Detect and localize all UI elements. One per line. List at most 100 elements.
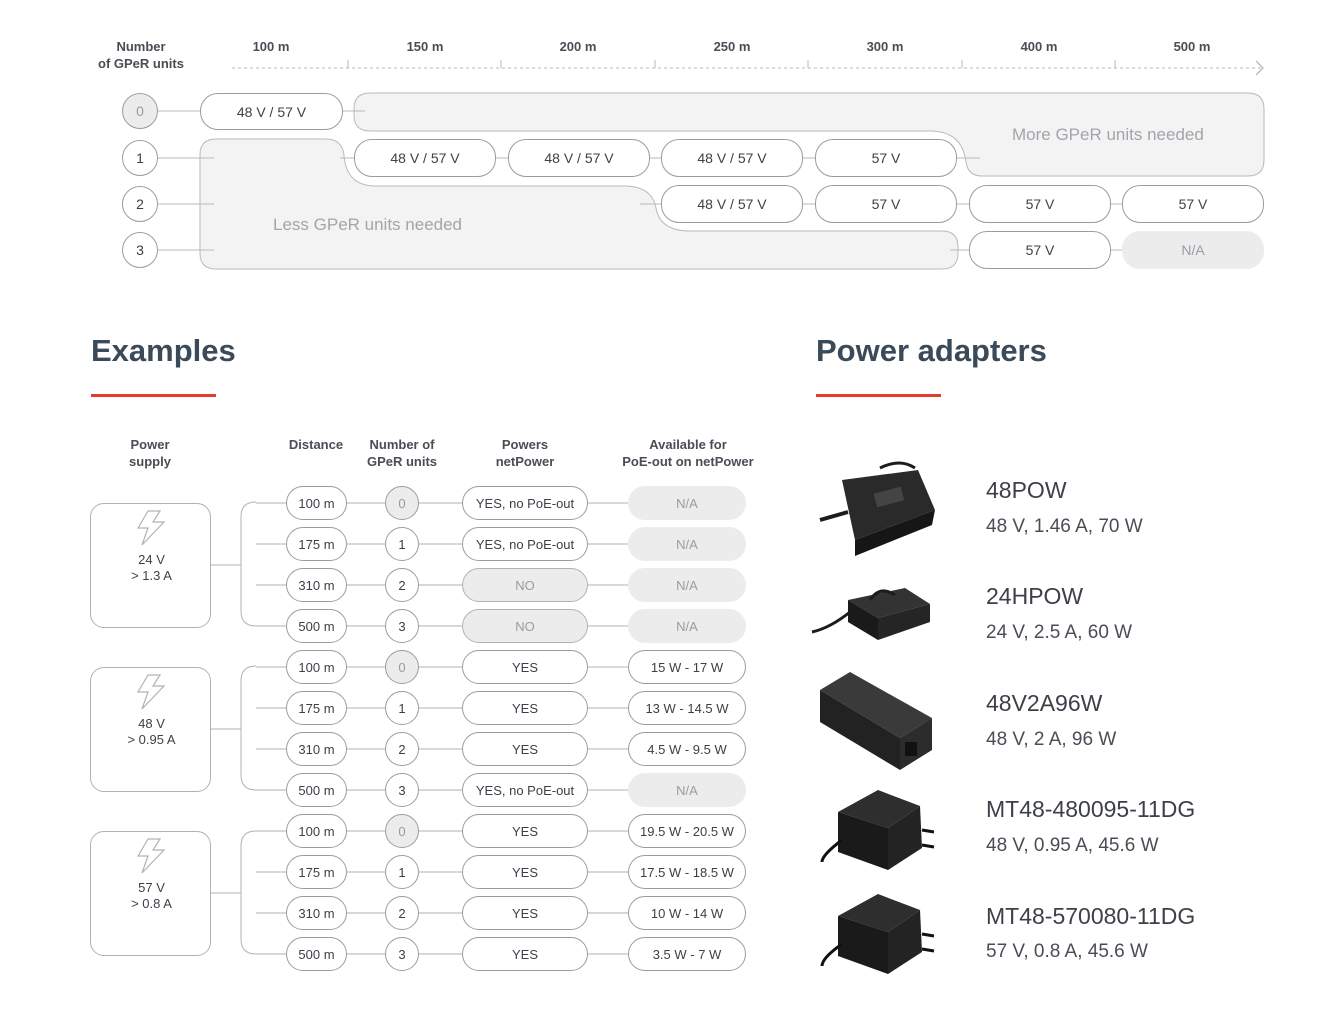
adapter-24hpow-image	[811, 588, 930, 640]
power-supply-header: Power supply	[129, 437, 171, 469]
voltage-cell-na: N/A	[1122, 231, 1264, 269]
power-supply-label: 57 V > 0.8 A	[131, 880, 172, 911]
distance-cell: 310 m	[286, 896, 347, 930]
adapter-name: 48V2A96W	[986, 690, 1103, 716]
units-circle: 2	[385, 732, 419, 766]
powers-cell: YES	[462, 937, 588, 971]
powers-cell: YES, no PoE-out	[462, 527, 588, 561]
lightning-icon	[136, 510, 166, 546]
adapter-48v2a96w-image	[820, 672, 932, 770]
units-circle: 0	[385, 486, 419, 520]
available-cell: N/A	[628, 773, 746, 807]
power-supply-box: 48 V > 0.95 A	[90, 667, 211, 792]
adapter-name: 24HPOW	[986, 583, 1084, 609]
voltage-cell: 48 V / 57 V	[200, 93, 343, 130]
distance-label: 100 m	[252, 39, 290, 54]
adapter-48pow-image	[819, 461, 935, 556]
available-cell: 19.5 W - 20.5 W	[628, 814, 746, 848]
units-circle: 1	[385, 527, 419, 561]
distance-label: 200 m	[559, 39, 597, 54]
units-circle: 3	[122, 232, 158, 268]
distance-cell: 100 m	[286, 814, 347, 848]
adapter-spec: 48 V, 1.46 A, 70 W	[986, 516, 1143, 537]
available-cell: N/A	[628, 486, 746, 520]
distance-label: 250 m	[713, 39, 751, 54]
powers-cell: NO	[462, 568, 588, 602]
available-header: Available for PoE-out on netPower	[622, 437, 754, 469]
adapter-name: 48POW	[986, 477, 1067, 503]
available-cell: 4.5 W - 9.5 W	[628, 732, 746, 766]
adapters-underline	[816, 394, 941, 397]
adapter-spec: 48 V, 0.95 A, 45.6 W	[986, 835, 1159, 856]
powers-cell: NO	[462, 609, 588, 643]
powers-cell: YES	[462, 855, 588, 889]
voltage-cell: 57 V	[815, 139, 957, 177]
power-supply-box: 24 V > 1.3 A	[90, 503, 211, 628]
adapter-spec: 48 V, 2 A, 96 W	[986, 729, 1117, 750]
voltage-cell: 48 V / 57 V	[508, 139, 650, 177]
available-cell: 10 W - 14 W	[628, 896, 746, 930]
adapter-name: MT48-570080-11DG	[986, 903, 1196, 929]
distance-label: 300 m	[866, 39, 904, 54]
voltage-cell: 57 V	[969, 185, 1111, 223]
available-cell: 17.5 W - 18.5 W	[628, 855, 746, 889]
available-cell: 3.5 W - 7 W	[628, 937, 746, 971]
adapter-mt48-570080-image	[820, 894, 935, 974]
distance-cell: 500 m	[286, 937, 347, 971]
distance-cell: 175 m	[286, 691, 347, 725]
distance-label: 150 m	[406, 39, 444, 54]
units-circle: 2	[385, 896, 419, 930]
voltage-cell: 57 V	[1122, 185, 1264, 223]
distance-cell: 100 m	[286, 650, 347, 684]
powers-cell: YES	[462, 732, 588, 766]
adapter-spec: 57 V, 0.8 A, 45.6 W	[986, 941, 1148, 962]
more-units-region	[353, 92, 1265, 177]
voltage-cell: 48 V / 57 V	[354, 139, 496, 177]
units-circle: 3	[385, 937, 419, 971]
units-circle: 0	[385, 814, 419, 848]
available-cell: N/A	[628, 527, 746, 561]
voltage-cell: 57 V	[815, 185, 957, 223]
units-circle: 0	[385, 650, 419, 684]
powers-cell: YES	[462, 650, 588, 684]
less-units-label: Less GPeR units needed	[273, 215, 463, 234]
distance-cell: 500 m	[286, 609, 347, 643]
distance-label: 500 m	[1173, 39, 1211, 54]
distance-cell: 500 m	[286, 773, 347, 807]
units-circle: 2	[122, 186, 158, 222]
power-supply-label: 24 V > 1.3 A	[131, 552, 172, 583]
lightning-icon	[136, 674, 166, 710]
adapter-mt48-480095-image	[820, 790, 935, 870]
available-cell: N/A	[628, 609, 746, 643]
units-circle: 2	[385, 568, 419, 602]
less-units-region	[199, 138, 959, 270]
adapter-spec: 24 V, 2.5 A, 60 W	[986, 622, 1133, 643]
power-supply-label: 48 V > 0.95 A	[127, 716, 176, 747]
powers-cell: YES, no PoE-out	[462, 486, 588, 520]
powers-cell: YES	[462, 896, 588, 930]
voltage-cell: 48 V / 57 V	[661, 185, 803, 223]
distance-label: 400 m	[1020, 39, 1058, 54]
available-cell: 13 W - 14.5 W	[628, 691, 746, 725]
units-circle: 0	[122, 93, 158, 129]
examples-underline	[91, 394, 216, 397]
distance-cell: 310 m	[286, 568, 347, 602]
units-circle: 1	[122, 140, 158, 176]
distance-cell: 175 m	[286, 855, 347, 889]
units-circle: 3	[385, 609, 419, 643]
distance-cell: 310 m	[286, 732, 347, 766]
units-axis-header: Number of GPeR units	[98, 39, 184, 71]
powers-header: Powers netPower	[495, 437, 555, 469]
distance-cell: 175 m	[286, 527, 347, 561]
power-supply-box: 57 V > 0.8 A	[90, 831, 211, 956]
chart-connectors	[158, 60, 1265, 270]
powers-cell: YES	[462, 691, 588, 725]
available-cell: N/A	[628, 568, 746, 602]
adapters-title: Power adapters	[816, 333, 1047, 368]
units-circle: 3	[385, 773, 419, 807]
examples-title: Examples	[91, 333, 236, 368]
powers-cell: YES, no PoE-out	[462, 773, 588, 807]
distance-header: Distance	[288, 437, 344, 452]
powers-cell: YES	[462, 814, 588, 848]
